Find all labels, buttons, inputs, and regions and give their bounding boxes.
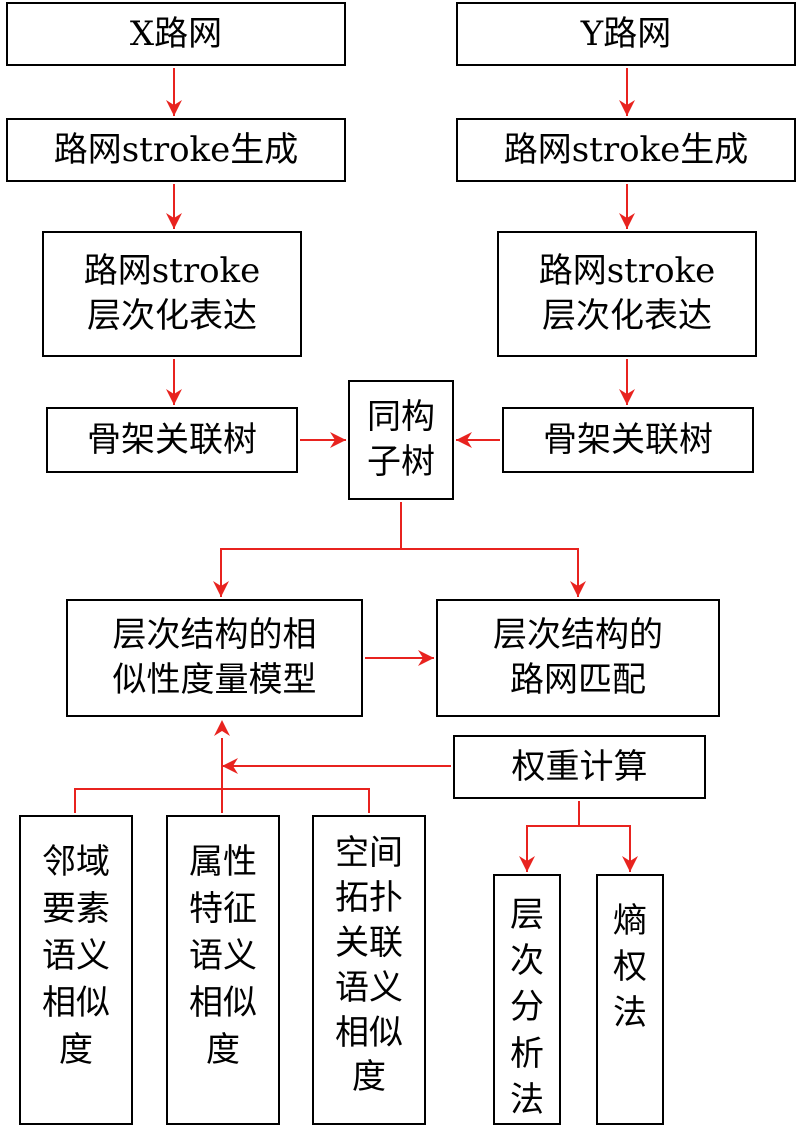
spatial-line4: 语义 — [335, 967, 403, 1008]
arrow-y-skeleton-to-isomorphic-head — [456, 432, 472, 448]
x-stroke-generation-box: 路网stroke生成 — [6, 118, 346, 182]
network-matching-line1: 层次结构的 — [493, 615, 663, 656]
y-network-box: Y路网 — [456, 2, 796, 66]
x-network-label: X路网 — [129, 13, 223, 54]
neighbor-line1: 邻域 — [42, 842, 110, 882]
arrow-isomorphic-to-matching-head — [570, 581, 586, 597]
x-network-box: X路网 — [6, 2, 346, 66]
similarity-model-line1: 层次结构的相 — [112, 615, 317, 656]
ahp-char2: 次 — [510, 941, 544, 982]
arrow-weight-to-ahp-head — [519, 856, 535, 872]
spatial-line5: 相似 — [335, 1012, 403, 1053]
y-network-label: Y路网 — [580, 13, 672, 54]
spatial-line6: 度 — [352, 1057, 386, 1098]
similarity-model-line2: 似性度量模型 — [112, 660, 317, 700]
ahp-char5: 法 — [510, 1079, 544, 1120]
connector-weight-to-entropy — [579, 825, 631, 872]
neighbor-line5: 度 — [59, 1029, 93, 1070]
y-skeleton-tree-label: 骨架关联树 — [543, 419, 713, 460]
arrow-factors-to-model-head — [214, 720, 230, 736]
network-matching-box: 层次结构的 路网匹配 — [436, 599, 720, 717]
network-matching-line2: 路网匹配 — [510, 660, 646, 700]
arrow-weight-to-entropy-head — [622, 856, 638, 872]
neighbor-line2: 要素 — [42, 888, 110, 929]
y-stroke-generation-label: 路网stroke生成 — [503, 129, 749, 170]
similarity-model-box: 层次结构的相 似性度量模型 — [66, 599, 363, 717]
spatial-line2: 拓扑 — [335, 877, 403, 918]
spatial-line3: 关联 — [335, 922, 403, 963]
weight-calculation-label: 权重计算 — [511, 746, 648, 787]
isomorphic-subtree-box: 同构 子树 — [348, 380, 454, 500]
weight-calculation-box: 权重计算 — [453, 735, 706, 799]
ahp-char4: 析 — [510, 1033, 544, 1074]
arrow-model-to-matching-head — [418, 650, 434, 666]
x-stroke-generation-label: 路网stroke生成 — [53, 129, 299, 170]
entropy-weight-method-box: 熵 权 法 — [596, 874, 664, 1125]
attribute-line3: 语义 — [189, 935, 257, 976]
ahp-char3: 分 — [510, 987, 544, 1028]
ahp-char1: 层 — [510, 895, 544, 935]
arrow-weight-to-model-head — [222, 758, 238, 774]
y-stroke-hierarchy-line2: 层次化表达 — [542, 296, 712, 336]
attribute-line1: 属性 — [189, 842, 257, 882]
arrow-y-hierarchy-to-skeleton-head — [619, 389, 635, 405]
arrow-x-skeleton-to-isomorphic-head — [330, 432, 346, 448]
arrow-isomorphic-to-model-head — [213, 581, 229, 597]
spatial-line1: 空间 — [335, 833, 403, 873]
attribute-line2: 特征 — [189, 888, 257, 929]
x-stroke-hierarchy-line2: 层次化表达 — [87, 296, 257, 336]
y-stroke-hierarchy-box: 路网stroke 层次化表达 — [497, 231, 757, 357]
arrow-x-hierarchy-to-skeleton-head — [166, 389, 182, 405]
neighbor-semantic-similarity-box: 邻域 要素 语义 相似 度 — [19, 815, 133, 1125]
entropy-char3: 法 — [613, 993, 647, 1034]
arrow-y-stroke-to-hierarchy-head — [619, 213, 635, 229]
attribute-line4: 相似 — [189, 982, 257, 1023]
x-stroke-hierarchy-box: 路网stroke 层次化表达 — [42, 231, 302, 357]
arrow-x-stroke-to-hierarchy-head — [166, 213, 182, 229]
connector-isomorphic-to-matching — [401, 548, 579, 597]
connector-isomorphic-to-model — [220, 502, 402, 597]
y-skeleton-tree-box: 骨架关联树 — [502, 407, 754, 473]
y-stroke-generation-box: 路网stroke生成 — [456, 118, 796, 182]
spatial-topology-similarity-box: 空间 拓扑 关联 语义 相似 度 — [312, 815, 426, 1125]
neighbor-line4: 相似 — [42, 982, 110, 1023]
isomorphic-subtree-line1: 同构 — [367, 397, 435, 438]
arrow-y-network-to-stroke-head — [619, 100, 635, 116]
x-skeleton-tree-box: 骨架关联树 — [46, 407, 298, 473]
entropy-char1: 熵 — [613, 901, 647, 941]
x-stroke-hierarchy-line1: 路网stroke — [83, 251, 261, 292]
ahp-method-box: 层 次 分 析 法 — [493, 874, 561, 1125]
arrow-x-network-to-stroke-head — [166, 100, 182, 116]
y-stroke-hierarchy-line1: 路网stroke — [538, 251, 716, 292]
entropy-char2: 权 — [613, 947, 647, 988]
attribute-line5: 度 — [206, 1029, 240, 1070]
connector-weight-to-ahp — [526, 801, 580, 872]
attribute-semantic-similarity-box: 属性 特征 语义 相似 度 — [166, 815, 280, 1125]
x-skeleton-tree-label: 骨架关联树 — [87, 419, 257, 460]
neighbor-line3: 语义 — [42, 935, 110, 976]
isomorphic-subtree-line2: 子树 — [367, 442, 435, 482]
